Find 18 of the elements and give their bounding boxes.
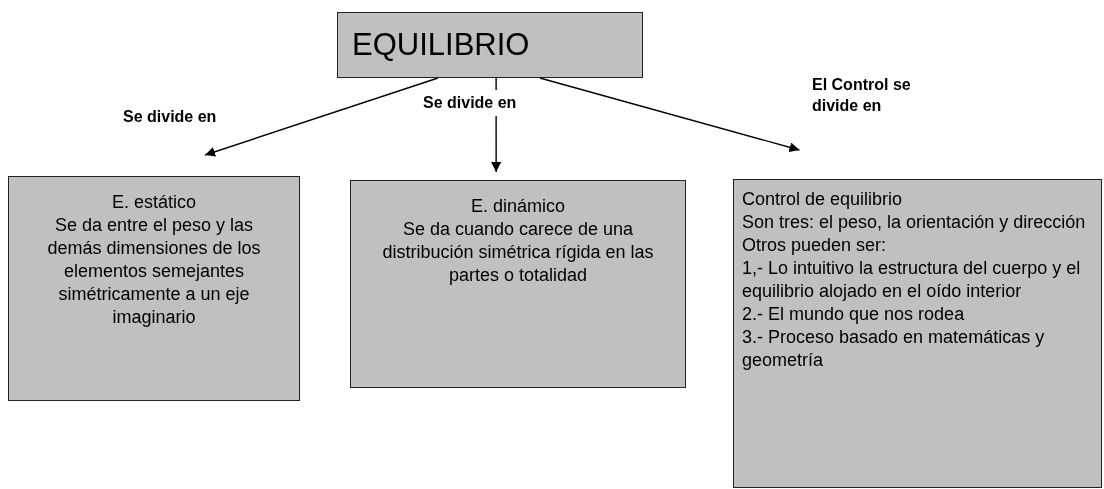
- title-text: EQUILIBRIO: [352, 26, 531, 64]
- arrow: [204, 77, 439, 157]
- concept-box: [733, 179, 1102, 488]
- concept-box: [8, 176, 300, 401]
- box-text: 3.- Proceso basado en matemáticas y geometría: [742, 326, 1046, 372]
- box-heading: E. dinámico: [469, 195, 566, 218]
- concept-box: [350, 180, 686, 388]
- box-text: Son tres: el peso, la orientación y dirección: [742, 211, 1087, 234]
- box-text: 1,- Lo intuitivo la estructura del cuerpo y el equilibrio alojado en el oído interior: [742, 257, 1082, 303]
- box-heading: Control de equilibrio: [742, 188, 904, 211]
- arrow: [539, 77, 801, 153]
- box-text: Otros pueden ser:: [742, 234, 888, 257]
- arrow: [491, 77, 502, 173]
- box-text: 2.- El mundo que nos rodea: [742, 303, 966, 326]
- title-box: [337, 12, 643, 78]
- box-text: Se da cuando carece de una distribución simétrica rígida en las partes o totalidad: [381, 218, 655, 287]
- box-heading: E. estático: [110, 191, 197, 214]
- box-text: Se da entre el peso y las demás dimensiones de los elementos semejantes simétricamente a un eje imaginario: [46, 214, 262, 329]
